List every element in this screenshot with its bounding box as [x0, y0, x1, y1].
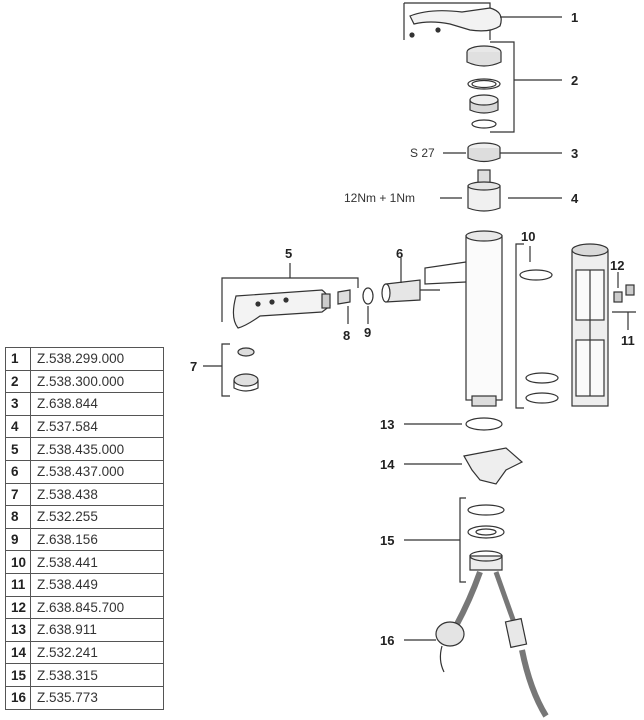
part-code-cell: Z.538.299.000 [30, 347, 165, 371]
part-code-cell: Z.538.300.000 [30, 369, 165, 394]
part-code-cell: Z.532.255 [30, 505, 165, 529]
part-number-cell: 16 [4, 685, 32, 710]
part-number-cell: 9 [4, 527, 32, 552]
part-number-cell: 4 [4, 414, 32, 439]
callout-1: 1 [571, 10, 578, 25]
part-14-mounting-plate [463, 447, 524, 485]
callout-8: 8 [343, 328, 350, 343]
callout-10: 10 [521, 229, 535, 244]
part-number-cell: 8 [4, 505, 32, 529]
part-number-cell: 14 [4, 640, 32, 665]
part-number-cell: 1 [4, 347, 32, 371]
callout-14: 14 [380, 457, 395, 472]
part-13-gasket [465, 417, 503, 431]
part-code-cell: Z.532.241 [30, 640, 165, 665]
part-number-cell: 7 [4, 482, 32, 507]
part-code-cell: Z.535.773 [30, 685, 165, 710]
part-15-fixing-set [459, 497, 505, 583]
callout-4: 4 [571, 191, 579, 206]
wrench-size-note: S 27 [410, 146, 435, 160]
part-code-cell: Z.538.438 [30, 482, 165, 507]
part-9-washer [362, 287, 374, 305]
callout-12: 12 [610, 258, 624, 273]
part-number-cell: 11 [4, 572, 32, 597]
part-code-cell: Z.538.437.000 [30, 459, 165, 484]
callout-9: 9 [364, 325, 371, 340]
part-number-cell: 15 [4, 663, 32, 687]
part-number-cell: 6 [4, 459, 32, 484]
part-code-cell: Z.537.584 [30, 414, 165, 439]
part-10-seals [515, 243, 559, 409]
callout-2: 2 [571, 73, 578, 88]
part-16-hoses [435, 570, 549, 718]
callout-7: 7 [190, 359, 197, 374]
filter-cartridge [571, 243, 609, 407]
part-number-cell: 13 [4, 618, 32, 642]
part-2-cap-assembly [466, 41, 515, 133]
callout-5: 5 [285, 246, 292, 261]
part-4-cartridge [467, 169, 501, 212]
callout-16: 16 [380, 633, 394, 648]
part-6-connector [381, 279, 440, 303]
part-code-cell: Z.638.911 [30, 618, 165, 642]
callout-6: 6 [396, 246, 403, 261]
part-code-cell: Z.538.315 [30, 663, 165, 687]
part-code-cell: Z.638.844 [30, 392, 165, 416]
callout-3: 3 [571, 146, 578, 161]
part-1-lever-handle [403, 2, 502, 40]
part-11-12-fitting [612, 284, 636, 313]
part-number-cell: 10 [4, 550, 32, 574]
part-code-cell: Z.638.845.700 [30, 595, 165, 620]
part-8-nozzle [337, 289, 351, 305]
callout-11: 11 [621, 333, 635, 348]
faucet-body [424, 230, 503, 407]
part-3-nut [467, 142, 501, 163]
part-number-cell: 3 [4, 392, 32, 416]
part-number-cell: 5 [4, 437, 32, 461]
callout-15: 15 [380, 533, 394, 548]
part-number-cell: 2 [4, 369, 32, 394]
part-7-spray-insert [221, 343, 259, 397]
part-code-cell: Z.538.441 [30, 550, 165, 574]
part-code-cell: Z.538.449 [30, 572, 165, 597]
callout-13: 13 [380, 417, 394, 432]
part-number-cell: 12 [4, 595, 32, 620]
part-code-cell: Z.638.156 [30, 527, 165, 552]
torque-note: 12Nm + 1Nm [344, 191, 415, 205]
part-code-cell: Z.538.435.000 [30, 437, 165, 461]
